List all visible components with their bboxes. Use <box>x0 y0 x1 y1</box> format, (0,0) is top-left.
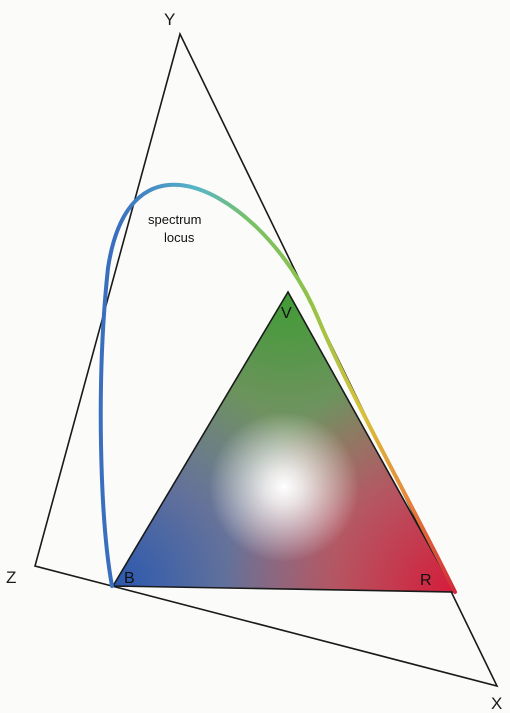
label-y: Y <box>164 10 175 29</box>
spectrum-locus-curve <box>98 182 457 594</box>
spectrum-locus-label-line2: locus <box>164 230 195 245</box>
label-x: X <box>491 694 502 713</box>
gamut-outline <box>111 290 457 593</box>
label-z: Z <box>6 568 16 587</box>
spectrum-locus-label-line1: spectrum <box>148 212 201 227</box>
label-v: V <box>281 305 292 322</box>
label-b: B <box>124 570 135 587</box>
gamut-triangle <box>113 292 455 592</box>
label-r: R <box>420 572 432 589</box>
